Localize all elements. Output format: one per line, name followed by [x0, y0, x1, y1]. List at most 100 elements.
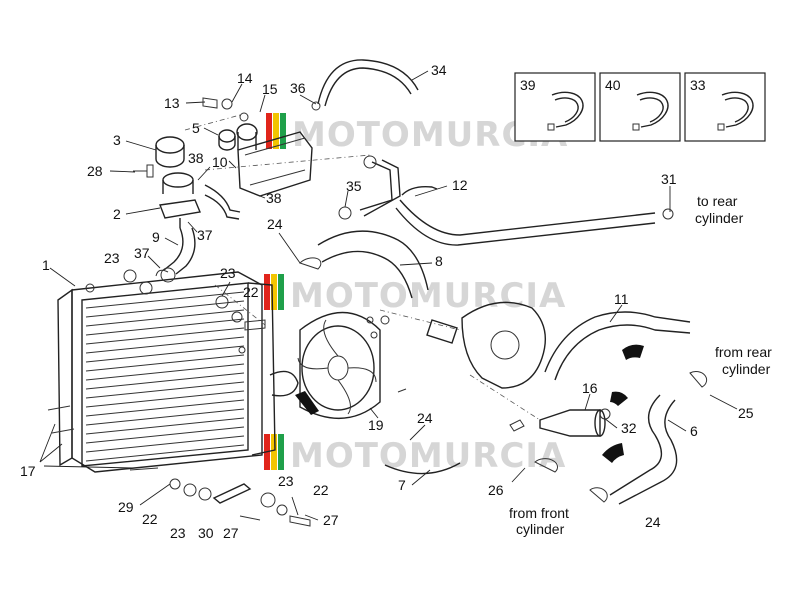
- callout-7: 7: [398, 477, 406, 493]
- radiator-fin: [85, 417, 245, 435]
- callout-27-right: 27: [323, 512, 339, 528]
- callout-13: 13: [164, 95, 180, 111]
- callout-23-left: 23: [104, 250, 120, 266]
- callout-8: 8: [435, 253, 443, 269]
- flow-arrow-1: [622, 344, 644, 360]
- radiator-fin: [85, 363, 245, 381]
- water-pump: [426, 301, 546, 389]
- callout-12: 12: [452, 177, 468, 193]
- radiator-fin: [85, 399, 245, 417]
- callout-24-middle: 24: [417, 410, 433, 426]
- callout-23-upper: 23: [220, 265, 236, 281]
- callout-31: 31: [661, 171, 677, 187]
- leader-lines: [39, 70, 738, 521]
- clamp-box-39: [514, 72, 596, 142]
- radiator-fin: [85, 318, 245, 336]
- direction-notes: to rear cylinder from rear cylinder from…: [509, 193, 772, 537]
- callout-17: 17: [20, 463, 36, 479]
- radiator-fin: [85, 408, 245, 426]
- flow-arrow-4: [295, 391, 319, 415]
- callout-35: 35: [346, 178, 362, 194]
- callout-1: 1: [42, 257, 50, 273]
- callout-14: 14: [237, 70, 253, 86]
- callout-23-lower: 23: [170, 525, 186, 541]
- radiator-fin: [85, 372, 245, 390]
- note-from-rear-line1: from rear: [715, 344, 772, 360]
- bracket-30: [212, 483, 252, 504]
- callout-25: 25: [738, 405, 754, 421]
- clamp-box-33: [684, 72, 766, 142]
- callout-24-top: 24: [267, 216, 283, 232]
- hose-34: [317, 59, 419, 107]
- radiator-fin: [85, 327, 245, 345]
- callout-24-bottom: 24: [645, 514, 661, 530]
- note-from-front-line1: from front: [509, 505, 569, 521]
- callout-23-right: 23: [278, 473, 294, 489]
- callout-15: 15: [262, 81, 278, 97]
- callout-22-lower-left: 22: [142, 511, 158, 527]
- callout-36: 36: [290, 80, 306, 96]
- note-to-rear-line1: to rear: [697, 193, 738, 209]
- radiator-fin: [85, 444, 245, 462]
- assembly-line-3: [214, 284, 266, 326]
- radiator-fin: [85, 426, 245, 444]
- callout-37-left: 37: [134, 245, 150, 261]
- callout-22-lower-right: 22: [313, 482, 329, 498]
- watermark-middle: MOTOMURCIA: [264, 274, 566, 316]
- callout-38-right: 38: [266, 190, 282, 206]
- callout-10: 10: [212, 154, 228, 170]
- callout-3: 3: [113, 132, 121, 148]
- callout-33: 33: [690, 77, 706, 93]
- radiator-fin: [85, 291, 245, 309]
- clamp-box-40: [599, 72, 681, 142]
- assembly-line-4: [379, 309, 461, 331]
- thermostat: [539, 409, 606, 437]
- note-to-rear-line2: cylinder: [695, 210, 744, 226]
- watermark-text-middle: MOTOMURCIA: [290, 276, 566, 316]
- callout-38-left: 38: [188, 150, 204, 166]
- callout-27-left: 27: [223, 525, 239, 541]
- flow-arrow-2: [610, 391, 628, 406]
- callout-30: 30: [198, 525, 214, 541]
- callout-39: 39: [520, 77, 536, 93]
- callout-32: 32: [621, 420, 637, 436]
- note-from-rear-line2: cylinder: [722, 361, 771, 377]
- callout-22-upper: 22: [243, 284, 259, 300]
- radiator-fin: [85, 336, 245, 354]
- filler-cap: [155, 136, 185, 168]
- callout-11: 11: [614, 291, 629, 307]
- filler-neck: [159, 172, 201, 228]
- radiator-fins: [85, 291, 245, 462]
- callout-29: 29: [118, 499, 134, 515]
- radiator-fin: [85, 354, 245, 372]
- radiator-fin: [85, 300, 245, 318]
- cooling-fan: [297, 311, 390, 419]
- hose-9: [163, 227, 196, 275]
- callout-5: 5: [192, 120, 200, 136]
- radiator-fin: [85, 381, 245, 399]
- hose-7: [384, 462, 461, 475]
- hose-10: [204, 184, 241, 220]
- hardware: [47, 97, 708, 527]
- watermark-bottom: MOTOMURCIA: [264, 434, 566, 476]
- hose-12: [359, 159, 656, 246]
- assembly-line-2: [184, 114, 241, 131]
- radiator-fin: [85, 435, 245, 453]
- radiator-fin: [85, 309, 245, 327]
- callout-6: 6: [690, 423, 698, 439]
- hose-6: [609, 394, 678, 505]
- callout-labels: 1 2 3 5 6 7 8 9 10 11 12 13 14 15 16 17 …: [20, 62, 754, 541]
- radiator-fin: [85, 345, 245, 363]
- callout-9: 9: [152, 229, 160, 245]
- expansion-tank: [236, 123, 313, 197]
- flow-arrow-3: [602, 443, 624, 463]
- watermark-text-bottom: MOTOMURCIA: [290, 436, 566, 476]
- radiator: [57, 271, 299, 473]
- callout-16: 16: [582, 380, 598, 396]
- callout-40: 40: [605, 77, 621, 93]
- callout-34: 34: [431, 62, 447, 78]
- callout-26: 26: [488, 482, 504, 498]
- radiator-fin: [85, 390, 245, 408]
